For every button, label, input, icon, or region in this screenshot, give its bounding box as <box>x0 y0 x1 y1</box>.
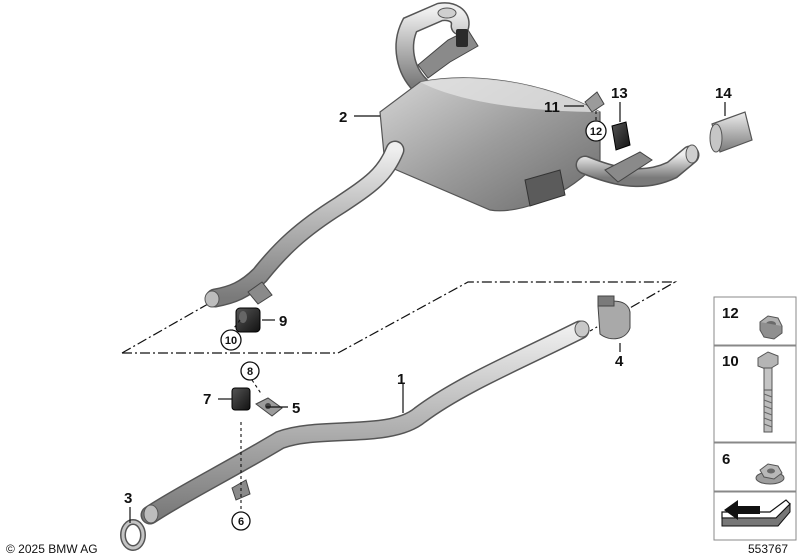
callout-5: 5 <box>292 400 300 417</box>
rubber-mount-part-9 <box>235 307 261 333</box>
clamp-ring-part-3 <box>120 519 146 551</box>
tail-trim-part-14 <box>709 111 753 153</box>
legend-cell-12 <box>713 296 797 346</box>
callout-8-ring <box>240 361 260 381</box>
callout-2: 2 <box>339 109 347 126</box>
rubber-mount-part-7 <box>231 387 251 411</box>
hex-nut-icon <box>759 315 783 340</box>
bracket-part-11 <box>584 91 605 113</box>
diagram-number: 553767 <box>748 542 788 556</box>
callout-12: 12 <box>590 126 602 138</box>
callout-11: 11 <box>544 99 560 116</box>
callout-1: 1 <box>397 371 405 388</box>
callout-12-ring <box>585 120 607 142</box>
callout-14: 14 <box>715 85 732 102</box>
rubber-mount-part-13 <box>611 121 631 151</box>
copyright-text: © 2025 BMW AG <box>6 542 98 556</box>
flange-nut-icon <box>755 463 785 485</box>
callout-6-ring <box>231 511 251 531</box>
callout-6: 6 <box>238 516 244 528</box>
callout-10: 10 <box>225 335 237 347</box>
assembly-frame <box>122 281 678 354</box>
legend-number-10: 10 <box>722 353 739 370</box>
legend-number-12: 12 <box>722 305 739 322</box>
legend-number-6: 6 <box>722 451 730 468</box>
callout-9: 9 <box>279 313 287 330</box>
arrow-symbol-icon <box>721 499 791 527</box>
callout-13: 13 <box>611 85 628 102</box>
callout-7: 7 <box>203 391 211 408</box>
front-pipe <box>140 320 590 525</box>
legend-cell-10 <box>713 345 797 443</box>
legend-panel: 12 10 6 <box>713 296 797 541</box>
callout-3: 3 <box>124 490 132 507</box>
callout-8: 8 <box>247 366 253 378</box>
leader-8 <box>251 379 263 396</box>
hex-bolt-icon <box>757 351 779 433</box>
assembly-frame-left-edge <box>121 299 216 354</box>
callout-10-ring <box>220 329 242 351</box>
legend-cell-6 <box>713 442 797 492</box>
callout-4: 4 <box>615 353 624 370</box>
rear-muffler <box>204 2 700 308</box>
pipe-clamp-part-4 <box>597 295 631 340</box>
